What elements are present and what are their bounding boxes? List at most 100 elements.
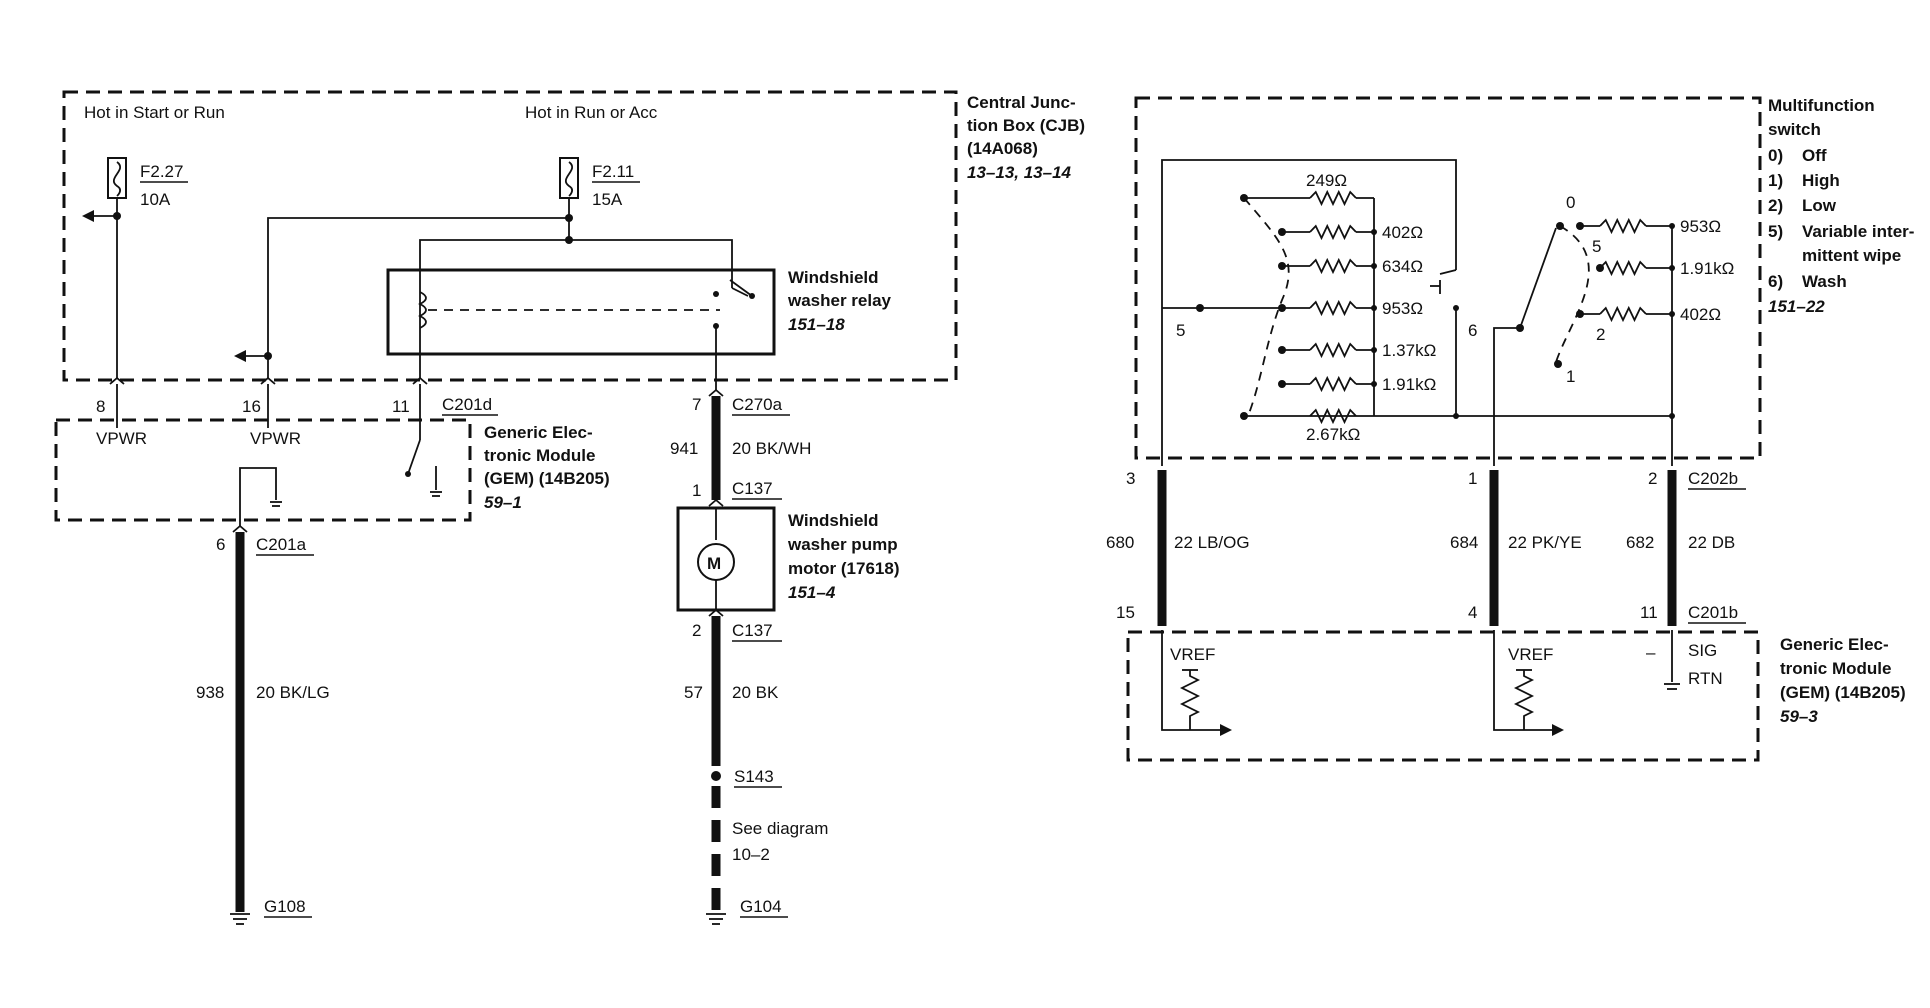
gem-vref-1: VREF <box>1170 645 1215 664</box>
splice-s143: S143 <box>734 767 774 786</box>
svg-text:mittent wipe: mittent wipe <box>1802 246 1901 265</box>
cjb-boundary <box>62 90 958 382</box>
svg-text:0): 0) <box>1768 146 1783 165</box>
resistor-label-right: 1.91kΩ <box>1680 259 1734 278</box>
resistor-label-left: 634Ω <box>1382 257 1423 276</box>
wire682-circuit: 682 <box>1626 533 1654 552</box>
svg-text:1): 1) <box>1768 171 1783 190</box>
cjb-title-1: Central Junc- <box>967 93 1076 112</box>
gem-pin-8: 8 <box>96 397 105 416</box>
resistor-icon <box>1599 217 1647 235</box>
resistor-label-left: 249Ω <box>1306 171 1347 190</box>
gem-right-title-3: (GEM) (14B205) <box>1780 683 1906 702</box>
gem-boundary-right <box>1126 630 1760 762</box>
fuse-f2-27-rating: 10A <box>140 190 171 209</box>
cjb-hot-start-run: Hot in Start or Run <box>84 103 225 122</box>
resistor-label-left: 953Ω <box>1382 299 1423 318</box>
relay-coil-icon <box>417 291 427 329</box>
gem-boundary-left <box>54 418 472 522</box>
wire-relay-contact-feed <box>569 239 733 288</box>
resistor-icon <box>1309 223 1357 241</box>
relay-title-2: washer relay <box>787 291 892 310</box>
wire-relay-coil-feed <box>419 239 569 378</box>
gem-vref-2: VREF <box>1508 645 1553 664</box>
gem-left-title-3: (GEM) (14B205) <box>484 469 610 488</box>
svg-text:Variable inter-: Variable inter- <box>1802 222 1914 241</box>
fuse-f2-27-id: F2.27 <box>140 162 183 181</box>
resistor-icon <box>1309 375 1357 393</box>
gem-vpwr-2: VPWR <box>250 429 301 448</box>
wire938-connector: C201a <box>256 535 307 554</box>
fuse-f2-27-symbol <box>107 157 127 199</box>
gem-vpwr-1: VPWR <box>96 429 147 448</box>
resistor-icon <box>1599 305 1647 323</box>
mfs-loop-wire <box>1161 159 1457 466</box>
wire-f2-11-to-gem <box>267 217 569 356</box>
resistor-icon <box>1309 299 1357 317</box>
harness-pin-15: 15 <box>1116 603 1135 622</box>
resistor-icon <box>1309 407 1357 425</box>
wiper-switch-icon <box>1519 227 1557 329</box>
resistor-icon <box>1309 341 1357 359</box>
mfs-pos6: 6 <box>1468 321 1477 340</box>
mfs-pos1: 1 <box>1566 367 1575 386</box>
svg-text:5): 5) <box>1768 222 1783 241</box>
svg-text:2): 2) <box>1768 196 1783 215</box>
resistor-label-right: 953Ω <box>1680 217 1721 236</box>
arrow-left-icon <box>234 350 246 362</box>
wire680-circuit: 680 <box>1106 533 1134 552</box>
cjb-part: (14A068) <box>967 139 1038 158</box>
svg-text:Wash: Wash <box>1802 272 1847 291</box>
cjb-hot-run-acc: Hot in Run or Acc <box>525 103 658 122</box>
pump-title-3: motor (17618) <box>788 559 899 578</box>
harness-pin-1: 1 <box>1468 469 1477 488</box>
vref-resistor-2 <box>1513 670 1535 730</box>
pump-pin-2: 2 <box>692 621 701 640</box>
harness-pin-3: 3 <box>1126 469 1135 488</box>
harness-pin-11: 11 <box>1640 603 1658 622</box>
resistor-label-left: 2.67kΩ <box>1306 425 1360 444</box>
connector-c202b: C202b <box>1688 469 1738 488</box>
arrow-left-icon <box>82 210 94 222</box>
ground-g108: G108 <box>264 897 306 916</box>
gem-minus: – <box>1646 643 1656 662</box>
mfs-title-2: switch <box>1768 120 1821 139</box>
gem-pin-11: 11 <box>392 397 410 416</box>
pump-c137-bottom: C137 <box>732 621 773 640</box>
gem-left-ref: 59–1 <box>484 493 522 512</box>
resistor-label-left: 402Ω <box>1382 223 1423 242</box>
gem-ground-link <box>239 467 277 526</box>
pump-pin-7: 7 <box>692 395 701 414</box>
ground-g104: G104 <box>740 897 782 916</box>
pump-motor-box <box>676 506 776 612</box>
wire938-circuit: 938 <box>196 683 224 702</box>
svg-text:Off: Off <box>1802 146 1827 165</box>
wash-switch-icon <box>1439 269 1457 275</box>
wire938-pin: 6 <box>216 535 225 554</box>
wire57-color: 20 BK <box>732 683 779 702</box>
relay-title-1: Windshield <box>788 268 879 287</box>
resistor-icon <box>1599 259 1647 277</box>
wire941-circuit: 941 <box>670 439 698 458</box>
pump-c137-top: C137 <box>732 479 773 498</box>
relay-contact-icon <box>729 279 753 297</box>
svg-text:6): 6) <box>1768 272 1783 291</box>
resistor-label-left: 1.37kΩ <box>1382 341 1436 360</box>
fuse-f2-11-symbol <box>559 157 579 199</box>
see-diagram-2: 10–2 <box>732 845 770 864</box>
mfs-pos5-left: 5 <box>1176 321 1185 340</box>
wire57-circuit: 57 <box>684 683 703 702</box>
gem-right-title-2: tronic Module <box>1780 659 1891 678</box>
gem-right-title-1: Generic Elec- <box>1780 635 1889 654</box>
mfs-title-1: Multifunction <box>1768 96 1875 115</box>
pump-ref: 151–4 <box>788 583 836 602</box>
gem-left-title-2: tronic Module <box>484 446 595 465</box>
connector-c201b: C201b <box>1688 603 1738 622</box>
wire684-color: 22 PK/YE <box>1508 533 1582 552</box>
splice-s143-icon <box>711 771 721 781</box>
wire680-color: 22 LB/OG <box>1174 533 1250 552</box>
gem-connector-c201d: C201d <box>442 395 492 414</box>
pump-title-2: washer pump <box>787 535 898 554</box>
